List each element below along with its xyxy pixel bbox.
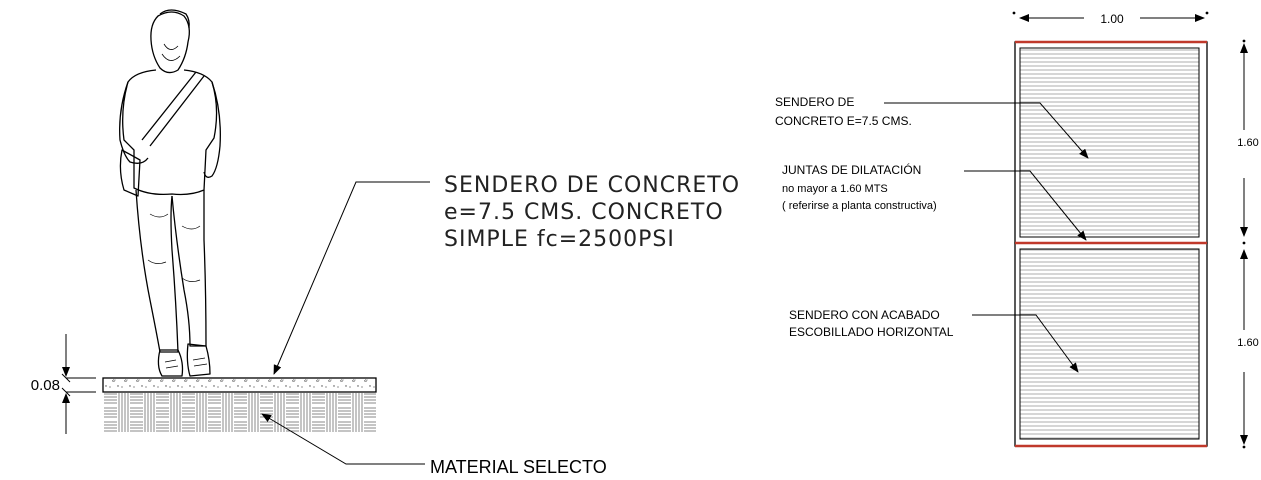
person-left-shoe	[157, 349, 184, 377]
dimension-thickness-label: 0.08	[31, 377, 60, 394]
person-bag	[119, 149, 141, 197]
person-right-shoe	[186, 343, 211, 377]
broom-finish-bottom	[1019, 248, 1200, 440]
note-sendero-line-2: CONCRETO E=7.5 CMS.	[775, 114, 912, 128]
person-bag-strap	[141, 71, 205, 147]
leader-note-acabado	[972, 314, 1079, 373]
leader-note-juntas	[964, 170, 1087, 241]
person-torso	[122, 69, 218, 196]
person-left-leg	[135, 189, 179, 353]
material-selecto-label: MATERIAL SELECTO	[430, 457, 607, 477]
sendero-callout-line-1: SENDERO DE CONCRETO	[444, 173, 740, 198]
dimension-height	[1240, 39, 1248, 449]
note-juntas-line-3: ( referirse a planta constructiva)	[782, 200, 937, 212]
dimension-thickness	[61, 334, 96, 434]
person-right-arm	[203, 81, 221, 178]
broom-finish-top	[1019, 47, 1200, 238]
note-acabado-line-1: SENDERO CON ACABADO	[789, 308, 940, 322]
dimension-width-label: 1.00	[1100, 12, 1124, 26]
person-left-arm	[119, 81, 149, 164]
leader-material	[261, 413, 425, 465]
note-acabado-line-2: ESCOBILLADO HORIZONTAL	[789, 325, 954, 339]
dimension-height-top-label: 1.60	[1237, 137, 1258, 149]
leader-note-sendero	[884, 102, 1089, 159]
sendero-callout-line-3: SIMPLE fc=2500PSI	[444, 227, 675, 252]
note-sendero-line-1: SENDERO DE	[775, 95, 854, 109]
person-head	[150, 11, 190, 74]
dimension-width	[1012, 11, 1209, 22]
concrete-slab	[102, 377, 377, 393]
sendero-callout-line-2: e=7.5 CMS. CONCRETO	[444, 200, 724, 225]
note-juntas-line-1: JUNTAS DE DILATACIÓN	[782, 162, 921, 177]
note-juntas-line-2: no mayor a 1.60 MTS	[782, 183, 888, 195]
dimension-height-bottom-label: 1.60	[1237, 337, 1258, 349]
person-figure	[119, 9, 221, 377]
leader-sendero	[273, 181, 430, 375]
base-material-fill	[103, 392, 376, 432]
